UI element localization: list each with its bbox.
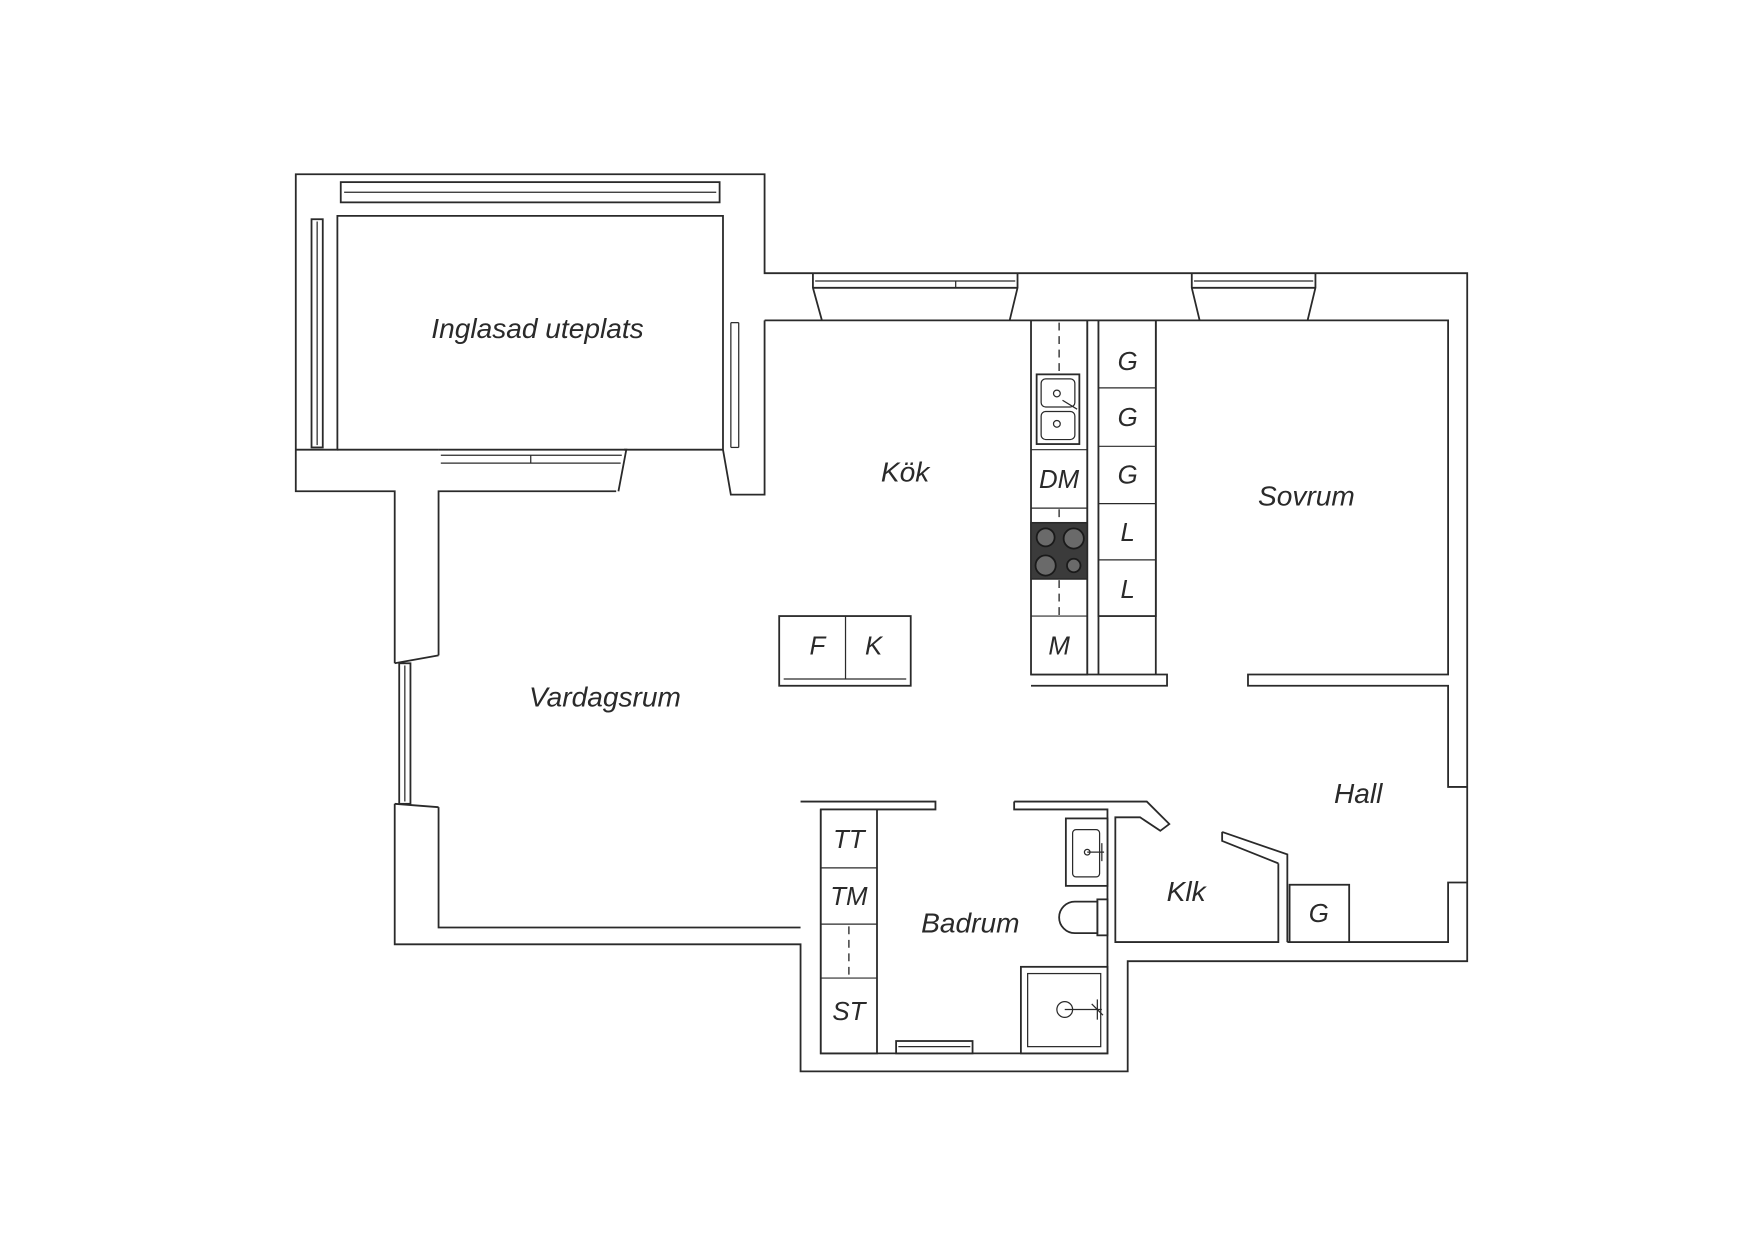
cabinet-label: TM <box>830 883 868 911</box>
wardrobe-label: L <box>1121 519 1135 547</box>
washbasin-icon <box>1064 817 1109 887</box>
kitchen-counter: DM M <box>1030 319 1089 676</box>
hall-wardrobe: G <box>1288 883 1351 943</box>
wardrobe-label: L <box>1121 576 1135 604</box>
wardrobe-label: G <box>1118 462 1138 490</box>
bedroom-top-window <box>1190 273 1317 321</box>
sofa-label: F <box>810 632 827 660</box>
windows <box>310 181 1317 1055</box>
room-label-kitchen: Kök <box>881 457 931 488</box>
room-label-bathroom: Badrum <box>921 907 1019 938</box>
bathroom-bottom-window <box>895 1040 974 1055</box>
patio-kitchen-window <box>730 322 740 449</box>
kitchen-top-window <box>812 273 1019 321</box>
room-labels: Inglasad uteplats Kök Sovrum Vardagsrum … <box>431 313 1383 939</box>
kitchen-bedroom-top-wall <box>764 319 1468 943</box>
closet-door-wall <box>1221 831 1289 943</box>
patio-inner-wall <box>295 214 766 496</box>
living-room-left-window <box>394 654 439 809</box>
room-label-hall: Hall <box>1334 778 1383 809</box>
dishwasher-label: DM <box>1039 466 1080 494</box>
room-label-bedroom: Sovrum <box>1258 480 1355 511</box>
toilet-icon <box>1058 898 1109 937</box>
cabinet-label: TT <box>833 826 867 854</box>
kitchen-wardrobes: G G G L L <box>1097 319 1157 617</box>
stove-icon <box>1030 521 1089 580</box>
hall-wardrobe-label: G <box>1309 900 1329 928</box>
room-label-living-room: Vardagsrum <box>529 682 681 713</box>
patio-top-window <box>339 181 721 204</box>
patio-left-window <box>310 218 324 449</box>
sofa-label: K <box>865 632 884 660</box>
room-label-closet: Klk <box>1167 876 1208 907</box>
closet-wall <box>1014 800 1280 943</box>
microwave-label: M <box>1048 632 1070 660</box>
wardrobe-label: G <box>1118 404 1138 432</box>
outer-wall-outline <box>294 173 1469 1073</box>
kitchen-sink-icon <box>1035 373 1081 445</box>
bathroom-top-left-wall <box>800 800 937 811</box>
living-room-inner-wall <box>437 490 801 929</box>
sofa: F K <box>778 615 912 687</box>
shower-icon <box>1019 965 1109 1055</box>
room-label-patio: Inglasad uteplats <box>431 313 643 344</box>
cabinet-label: ST <box>832 998 867 1026</box>
patio-living-room-window <box>438 448 628 492</box>
wardrobe-label: G <box>1118 348 1138 376</box>
bathroom-cabinets: TT TM ST <box>819 808 878 1055</box>
